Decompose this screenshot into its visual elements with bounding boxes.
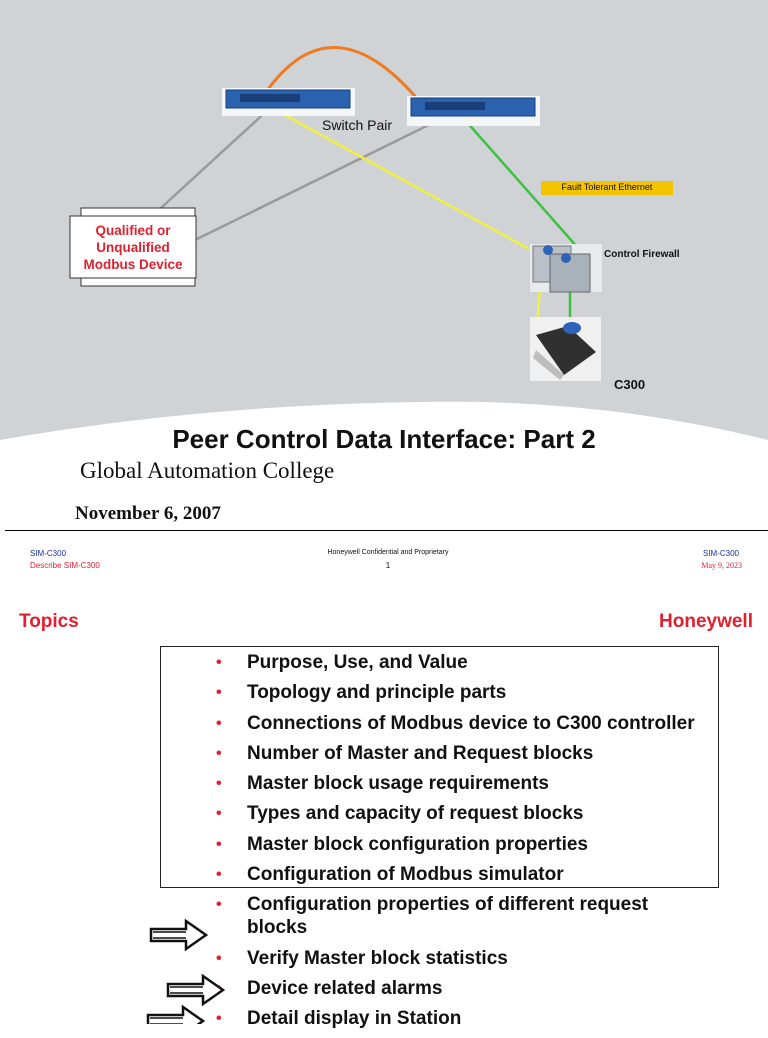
gray-link-2	[194, 110, 456, 242]
footer-left-line2: Describe SIM-C300	[30, 561, 100, 570]
topics-heading: Topics	[19, 611, 79, 632]
bullet-icon: •	[216, 684, 222, 702]
list-item: •Detail display in Station	[216, 1008, 462, 1030]
yellow-link-1	[271, 106, 541, 257]
bullet-icon: •	[216, 654, 222, 671]
gray-link-1	[149, 107, 271, 219]
footer-page-number: 1	[385, 561, 391, 570]
modbus-device-label: Qualified or Unqualified Modbus Device	[83, 223, 183, 272]
control-firewall-label: Control Firewall	[604, 249, 680, 260]
bullet-icon: •	[216, 866, 222, 884]
bullet-icon: •	[216, 835, 222, 853]
list-item: •Number of Master and Request blocks	[216, 742, 594, 764]
green-link-1	[457, 111, 579, 249]
c300-controller-icon	[530, 317, 601, 381]
bullet-icon: •	[216, 775, 222, 793]
fte-label: Fault Tolerant Ethernet	[561, 182, 653, 192]
list-item: •Connections of Modbus device to C300 co…	[216, 712, 695, 734]
list-item: •Verify Master block statistics	[216, 947, 508, 969]
list-item: •Purpose, Use, and Value	[216, 652, 468, 673]
right-arrow-icon	[149, 918, 209, 952]
orange-link	[260, 46, 422, 103]
list-item: •Device related alarms	[216, 977, 756, 1000]
right-arrow-icon	[166, 973, 226, 1007]
bullet-icon: •	[216, 896, 222, 914]
title-slide: Switch Pair Fault Tolerant Ethernet Qual…	[0, 0, 768, 524]
switch-left	[222, 88, 355, 116]
footer-right-date: May 9, 2023	[701, 561, 742, 570]
right-arrow-icon	[146, 1004, 206, 1024]
firewall-icon	[530, 244, 602, 293]
footer-left-line1: SIM-C300	[30, 549, 67, 558]
honeywell-logo: Honeywell	[659, 611, 753, 632]
bullet-icon: •	[216, 1010, 222, 1028]
network-diagram	[0, 0, 768, 440]
slide-title: Peer Control Data Interface: Part 2	[172, 424, 596, 454]
list-item: •Master block usage requirements	[216, 773, 549, 795]
c300-label: C300	[614, 377, 646, 392]
device-box-front	[69, 215, 197, 279]
switch-pair-label: Switch Pair	[322, 117, 393, 133]
list-item: •Configuration properties of different r…	[216, 894, 649, 939]
list-item: •Topology and principle parts	[216, 682, 507, 704]
footer-confidential: Honeywell Confidential and Proprietary	[327, 549, 449, 556]
topic-list: •Purpose, Use, and Value •Topology and p…	[216, 651, 756, 1038]
topics-box	[160, 646, 719, 888]
list-item: •Types and capacity of request blocks	[216, 803, 584, 825]
list-item: •Configuration of Modbus simulator	[216, 864, 564, 886]
slide-date: November 6, 2007	[75, 503, 221, 524]
bullet-icon: •	[216, 805, 222, 823]
footer-right-line1: SIM-C300	[702, 549, 739, 558]
bullet-icon: •	[216, 744, 222, 762]
bullet-icon: •	[216, 949, 222, 967]
slide-separator	[5, 530, 768, 531]
switch-right	[407, 96, 540, 126]
fte-badge	[541, 181, 673, 195]
list-item: •Master block configuration properties	[216, 833, 588, 855]
slide-subtitle: Global Automation College	[80, 458, 335, 483]
bullet-icon: •	[216, 714, 222, 732]
